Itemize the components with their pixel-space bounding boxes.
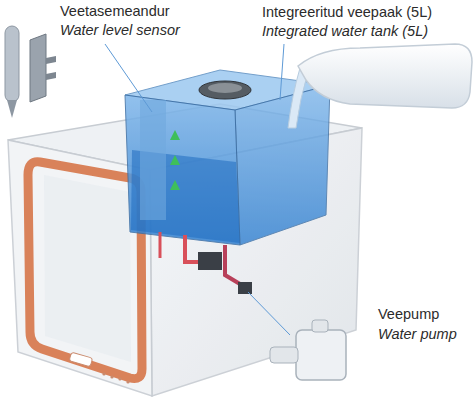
control-dot xyxy=(102,372,105,375)
control-dots xyxy=(102,372,129,383)
label-estonian: Integreeritud veepaak (5L) xyxy=(262,4,432,21)
flow-arrow xyxy=(170,130,180,140)
label-estonian: Veetasemeandur xyxy=(60,3,170,20)
flow-arrow xyxy=(170,180,180,190)
tank-filter-inner xyxy=(208,83,242,93)
door-frame xyxy=(28,162,142,379)
sensor-tip xyxy=(7,100,17,118)
internal-valve xyxy=(238,282,252,294)
water-pitcher xyxy=(298,44,472,108)
pump-outlet xyxy=(312,320,328,332)
label-english: Water level sensor xyxy=(60,22,180,39)
label-english: Water pump xyxy=(378,326,457,343)
leader-line xyxy=(280,44,284,100)
control-dot xyxy=(126,380,129,383)
flow-arrows xyxy=(170,130,180,190)
internal-pump xyxy=(198,252,222,270)
leader-line xyxy=(105,44,152,112)
sensor-bracket xyxy=(30,34,46,102)
label-english: Integrated water tank (5L) xyxy=(262,23,428,40)
door-handle xyxy=(69,352,93,367)
leader-line xyxy=(248,292,290,335)
door-window xyxy=(44,175,131,362)
flow-arrow xyxy=(170,155,180,165)
pump-body xyxy=(296,330,346,380)
tank-front xyxy=(125,95,240,245)
pipe xyxy=(159,232,162,258)
label-estonian: Veepump xyxy=(378,306,439,323)
level-sensor-tube xyxy=(140,100,166,220)
tank-side xyxy=(235,85,330,245)
pump-nozzle xyxy=(270,347,298,363)
tank-filter xyxy=(199,81,251,99)
control-dot xyxy=(118,377,121,380)
sensor-rod xyxy=(5,26,19,102)
sensor-prongs xyxy=(46,56,56,80)
control-dot xyxy=(110,375,113,378)
